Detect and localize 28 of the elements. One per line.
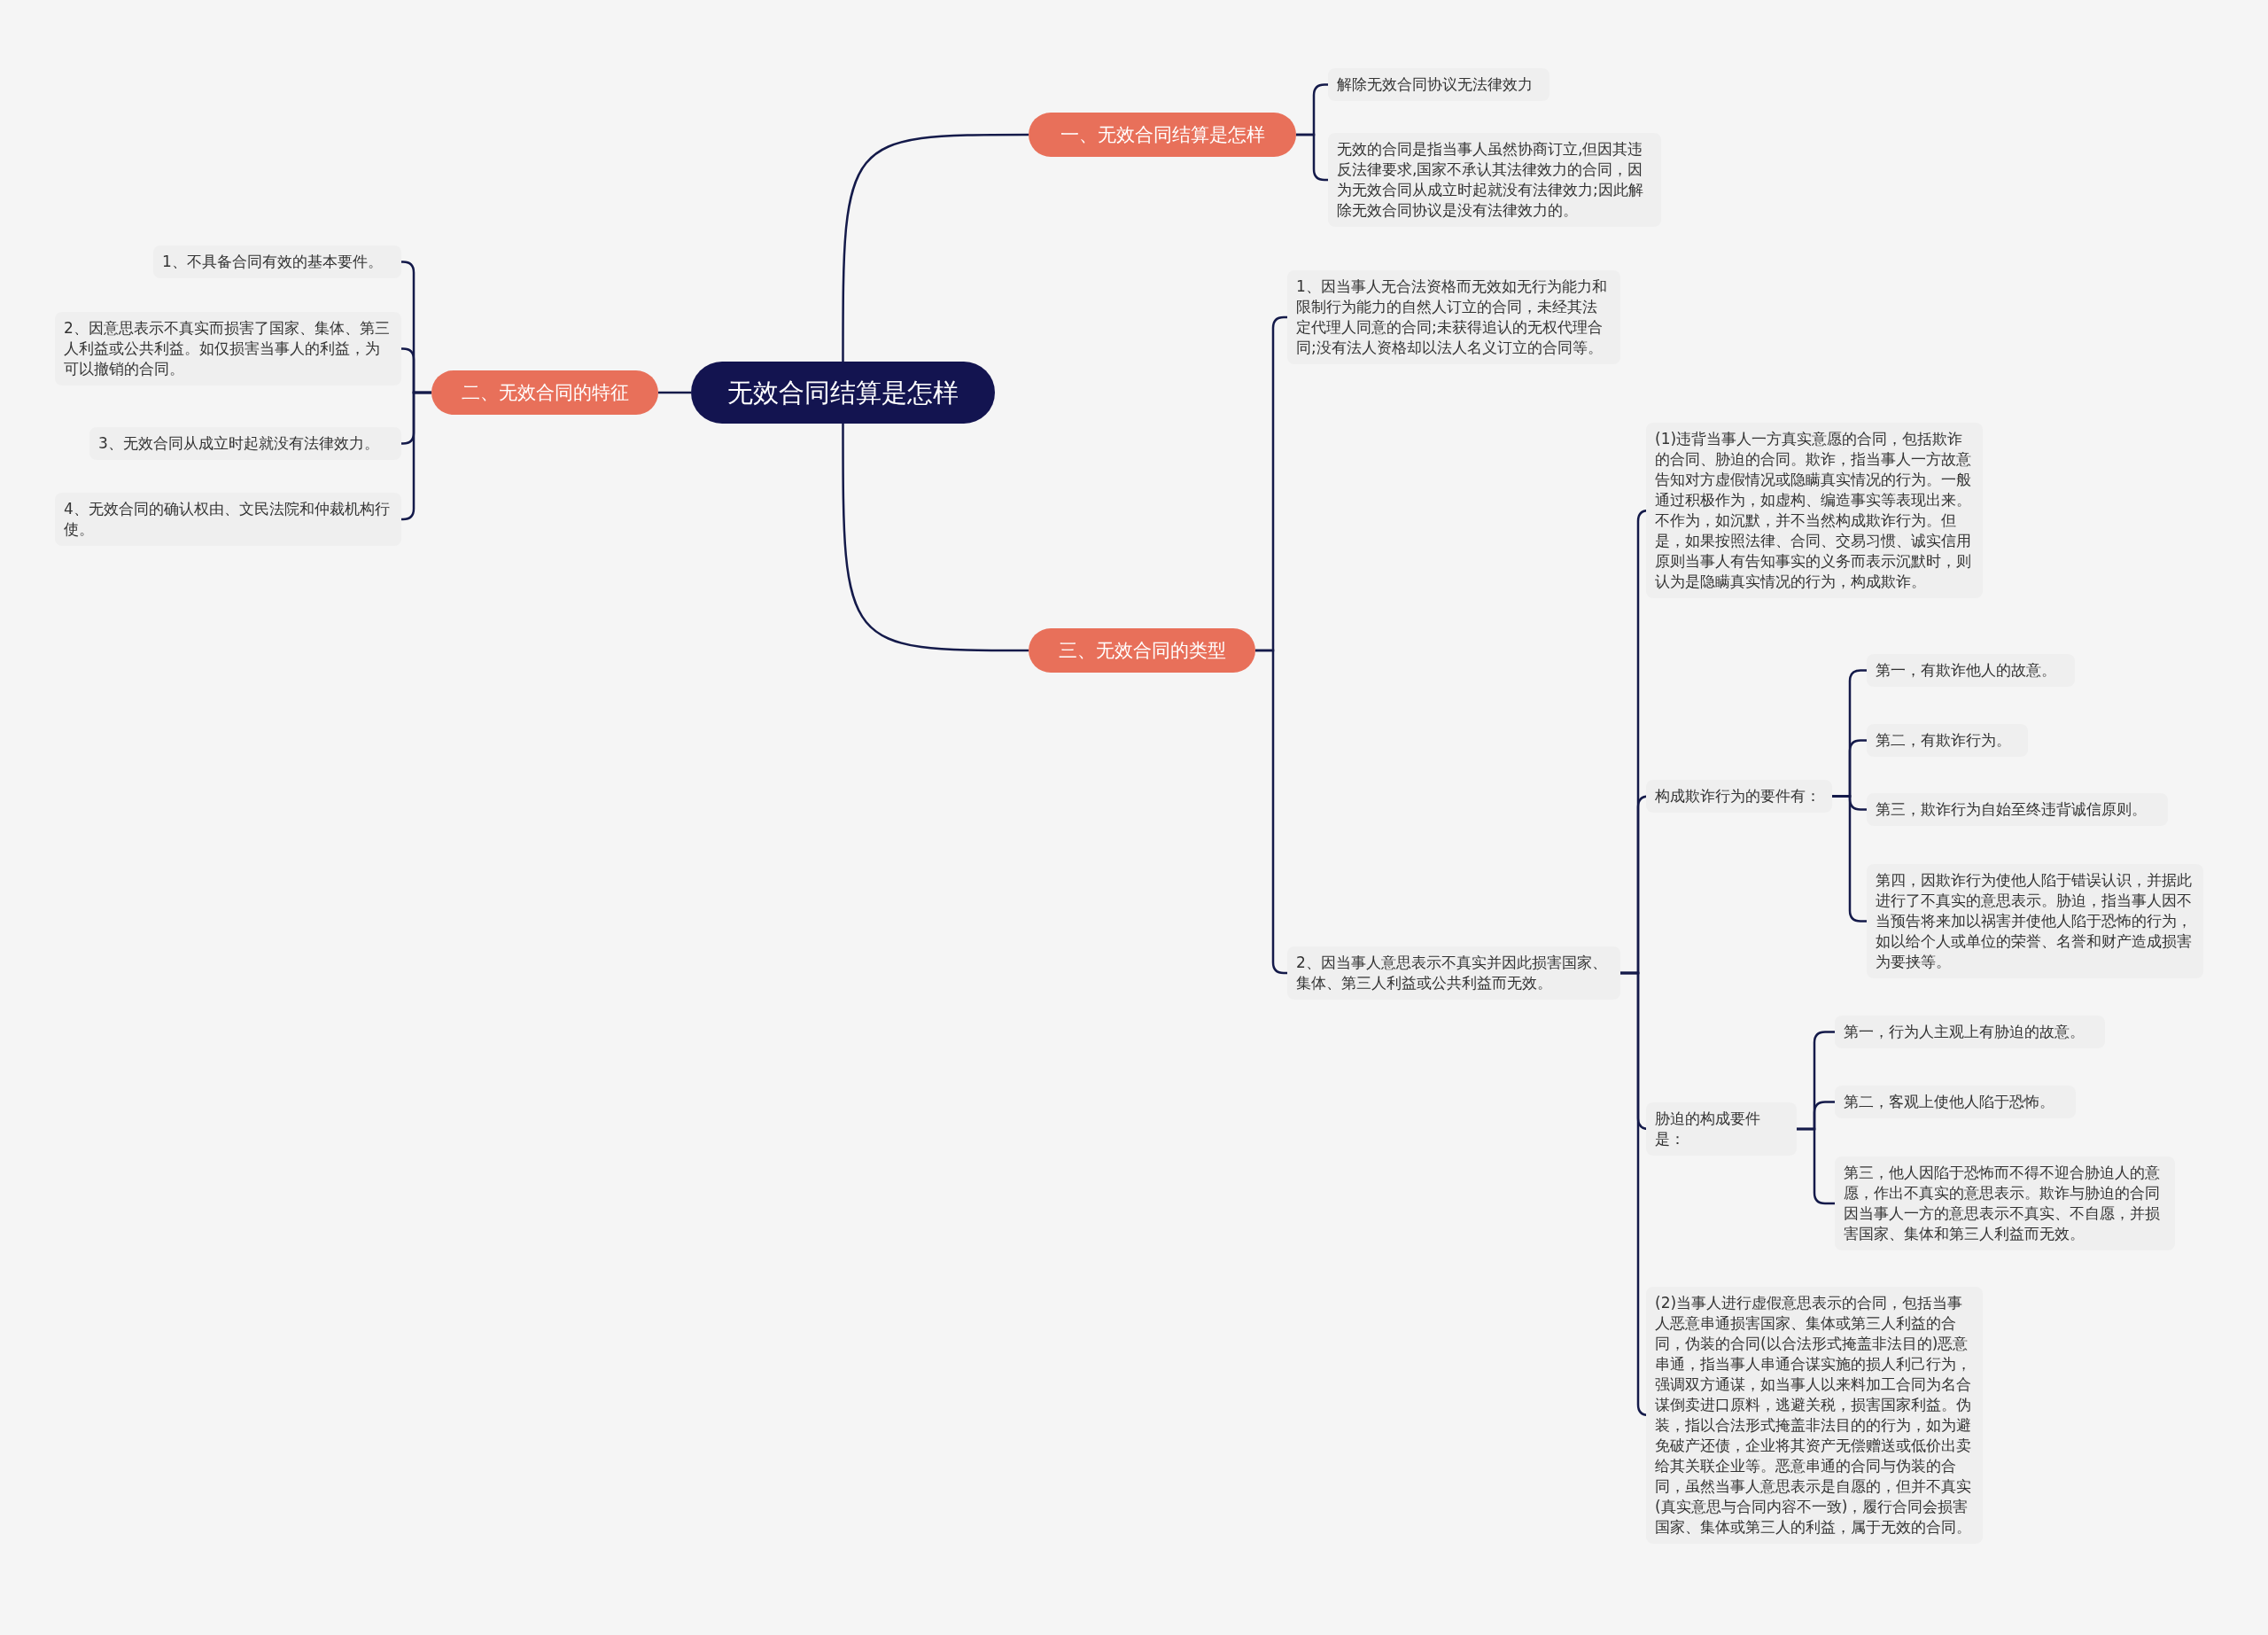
topic-box: (2)当事人进行虚假意思表示的合同，包括当事人恶意串通损害国家、集体或第三人利益的合同，伪装的合同(以合法形式掩盖非法目的)恶意串通，指当事人串通合谋实施的损人利己行为，强调双方通谋，如当事人以来料加工合同为名合谋倒卖进口原料，逃避关税，损害国家利益。伪装，指以合法形式掩盖非法目的的行为，如为避免破产还债，企业将其资产无偿赠送或低价出卖给其关联企业等。恶意串通的合同与伪装的合同，虽然当事人意思表示是自愿的，但并不真实(真实意思与合同内容不一致)，履行合同会损害国家、集体或第三人的利益，属于无效的合同。 (1646, 1287, 1983, 1544)
connector-line (1797, 1127, 1835, 1205)
topic-box: 第二，有欺诈行为。 (1867, 724, 2028, 757)
topic-box: 2、因意思表示不真实而损害了国家、集体、第三人利益或公共利益。如仅损害当事人的利益，为可以撤销的合同。 (55, 312, 401, 385)
topic-box: 第四，因欺诈行为使他人陷于错误认识，并据此进行了不真实的意思表示。胁迫，指当事人因不当预告将来加以祸害并使他人陷于恐怖的行为，如以给个人或单位的荣誉、名誉和财产造成损害为要挟等。 (1867, 864, 2203, 978)
topic-box: 1、不具备合同有效的基本要件。 (153, 245, 401, 278)
topic-box: 构成欺诈行为的要件有： (1646, 780, 1832, 813)
connector-line (658, 391, 691, 394)
topic-box: 无效的合同是指当事人虽然协商订立,但因其违反法律要求,国家不承认其法律效力的合同，因为无效合同从成立时起就没有法律效力;因此解除无效合同协议是没有法律效力的。 (1328, 133, 1661, 227)
topic-box: 胁迫的构成要件是： (1646, 1102, 1797, 1156)
topic-box: 3、无效合同从成立时起就没有法律效力。 (89, 427, 401, 460)
topic-box: 第一，行为人主观上有胁迫的故意。 (1835, 1016, 2105, 1048)
topic-box: 2、因当事人意思表示不真实并因此损害国家、集体、第三人利益或公共利益而无效。 (1287, 946, 1620, 1000)
connector-line (842, 133, 1029, 362)
topic-box: 第二，客观上使他人陷于恐怖。 (1835, 1086, 2076, 1118)
branch-topic: 三、无效合同的类型 (1029, 628, 1255, 673)
topic-box: 第三，他人因陷于恐怖而不得不迎合胁迫人的意愿，作出不真实的意思表示。欺诈与胁迫的合同因当事人一方的意思表示不真实、不自愿，并损害国家、集体和第三人利益而无效。 (1835, 1156, 2175, 1250)
branch-topic: 二、无效合同的特征 (431, 370, 658, 415)
connector-line (1296, 133, 1328, 182)
topic-box: 第三，欺诈行为自始至终违背诚信原则。 (1867, 793, 2168, 826)
topic-box: 解除无效合同协议无法律效力 (1328, 68, 1550, 101)
connector-line (842, 424, 1029, 652)
topic-box: (1)违背当事人一方真实意愿的合同，包括欺诈的合同、胁迫的合同。欺诈，指当事人一方故意告知对方虚假情况或隐瞒真实情况的行为。一般通过积极作为，如虚构、编造事实等表现出来。不作为，如沉默，并不当然构成欺诈行为。但是，如果按照法律、合同、交易习惯、诚实信用原则当事人有告知事实的义务而表示沉默时，则认为是隐瞒真实情况的行为，构成欺诈。 (1646, 423, 1983, 598)
topic-box: 4、无效合同的确认权由、文民法院和仲裁机构行使。 (55, 493, 401, 546)
topic-box: 第一，有欺诈他人的故意。 (1867, 654, 2075, 687)
branch-topic: 一、无效合同结算是怎样 (1029, 113, 1296, 157)
central-topic: 无效合同结算是怎样 (691, 362, 995, 424)
topic-box: 1、因当事人无合法资格而无效如无行为能力和限制行为能力的自然人订立的合同，未经其法定代理人同意的合同;未获得追认的无权代理合同;没有法人资格却以法人名义订立的合同等。 (1287, 270, 1620, 364)
